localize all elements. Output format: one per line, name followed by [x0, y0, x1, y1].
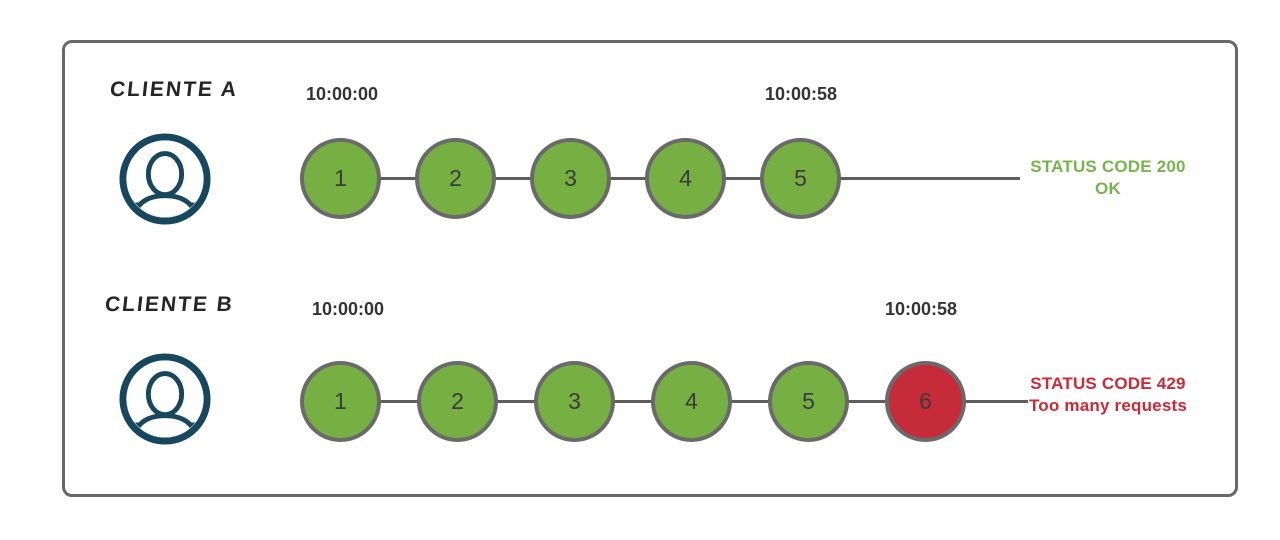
- request-number: 1: [334, 388, 347, 414]
- request-circle: 2: [417, 361, 498, 442]
- request-number: 1: [334, 165, 347, 191]
- client-a-label: CLIENTE A: [108, 78, 240, 101]
- row-a-status: STATUS CODE 200 OK: [1026, 156, 1190, 200]
- user-icon: [119, 133, 211, 225]
- request-circle: 5: [760, 138, 841, 219]
- diagram-frame: [62, 40, 1238, 497]
- row-b-end-time: 10:00:58: [884, 299, 958, 319]
- row-b-status: STATUS CODE 429 Too many requests: [1026, 373, 1190, 417]
- request-number: 2: [449, 165, 462, 191]
- row-a-start-time: 10:00:00: [305, 84, 379, 104]
- request-circle: 4: [651, 361, 732, 442]
- request-number: 6: [919, 388, 932, 414]
- request-circle: 3: [530, 138, 611, 219]
- request-number: 3: [564, 165, 577, 191]
- row-a-end-time: 10:00:58: [764, 84, 838, 104]
- status-message-text: Too many requests: [1028, 396, 1187, 415]
- request-circle: 1: [300, 138, 381, 219]
- request-circle-rate-limited: 6: [885, 361, 966, 442]
- request-number: 2: [451, 388, 464, 414]
- request-number: 3: [568, 388, 581, 414]
- status-code-text: STATUS CODE 200: [1030, 157, 1186, 176]
- request-number: 5: [802, 388, 815, 414]
- request-circle: 2: [415, 138, 496, 219]
- request-circle: 4: [645, 138, 726, 219]
- status-message-text: OK: [1095, 179, 1121, 198]
- status-code-text: STATUS CODE 429: [1030, 374, 1186, 393]
- user-icon: [119, 353, 211, 445]
- row-b-start-time: 10:00:00: [311, 299, 385, 319]
- request-number: 5: [794, 165, 807, 191]
- request-number: 4: [685, 388, 698, 414]
- request-circle: 3: [534, 361, 615, 442]
- request-number: 4: [679, 165, 692, 191]
- request-circle: 1: [300, 361, 381, 442]
- client-b-label: CLIENTE B: [103, 293, 236, 316]
- request-circle: 5: [768, 361, 849, 442]
